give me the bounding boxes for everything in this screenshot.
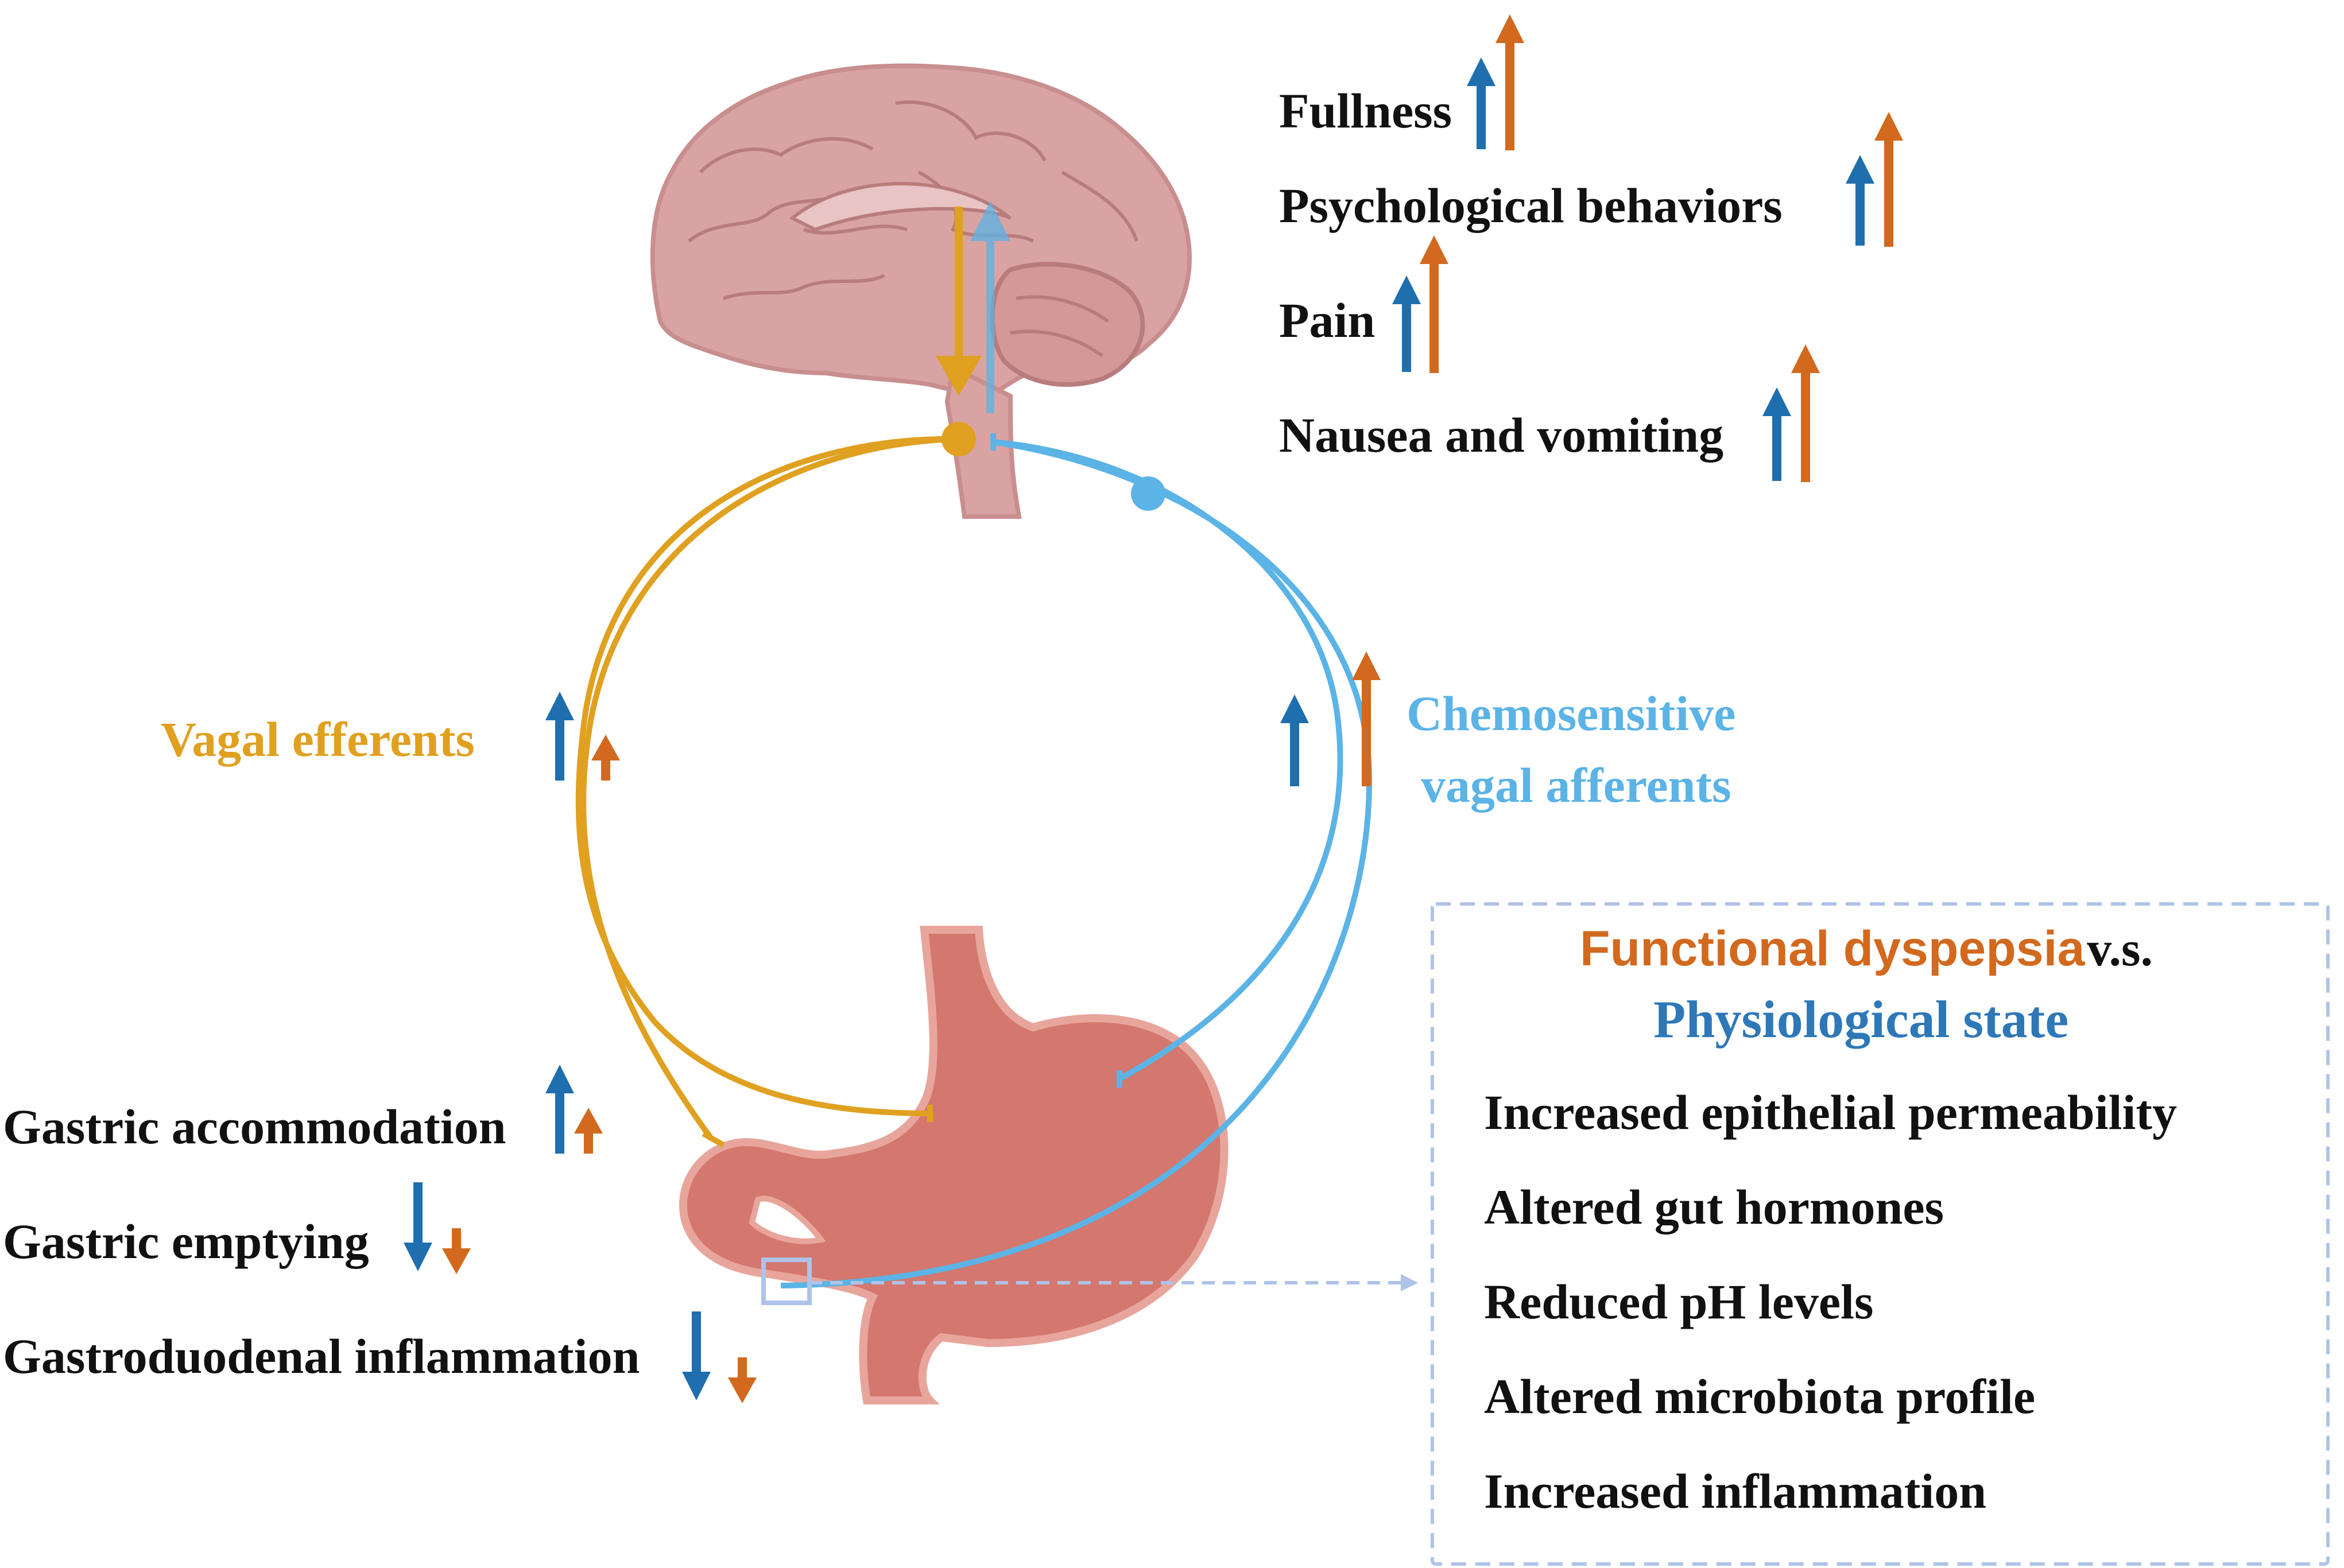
chemo-afferents-physiological-up-arrow bbox=[1280, 694, 1309, 786]
accommodation-physiological-up-arrow bbox=[545, 1065, 574, 1154]
legend-box bbox=[1431, 902, 2330, 1566]
stomach-illustration bbox=[679, 926, 1229, 1404]
afferent-ganglion-dot bbox=[1131, 476, 1165, 511]
fullness-dyspepsia-up-arrow bbox=[1495, 14, 1524, 150]
legend-item: Altered gut hormones bbox=[1484, 1179, 1944, 1235]
psychological-physiological-up-arrow bbox=[1846, 155, 1874, 246]
trend-arrows bbox=[404, 14, 1903, 1403]
legend-item: Increased inflammation bbox=[1484, 1464, 1987, 1519]
legend-title-dyspepsia: Functional dyspepsia bbox=[1580, 921, 2085, 976]
label-gastric-accommodation: Gastric accommodation bbox=[3, 1099, 506, 1154]
vagal-efferent-pathway bbox=[575, 436, 959, 1148]
efferent-origin-dot bbox=[942, 422, 976, 456]
psychological-dyspepsia-up-arrow bbox=[1874, 112, 1903, 247]
legend-title-line1: Functional dyspepsia v.s. bbox=[1580, 924, 2153, 973]
label-pain: Pain bbox=[1279, 293, 1376, 348]
label-gastric-emptying: Gastric emptying bbox=[3, 1214, 369, 1269]
legend-item: Increased epithelial permeability bbox=[1484, 1085, 2178, 1140]
label-vagal-efferents: Vagal efferents bbox=[161, 712, 475, 767]
dashed-connector-arrowhead bbox=[1401, 1274, 1418, 1291]
pain-physiological-up-arrow bbox=[1392, 275, 1421, 372]
inflammation-physiological-down-arrow bbox=[682, 1311, 711, 1400]
label-fullness: Fullness bbox=[1279, 83, 1452, 138]
nausea-physiological-up-arrow bbox=[1762, 387, 1791, 481]
legend-item: Altered microbiota profile bbox=[1484, 1369, 2036, 1424]
label-psychological-behaviors: Psychological behaviors bbox=[1279, 178, 1783, 233]
emptying-physiological-down-arrow bbox=[404, 1182, 432, 1271]
brain-efferent-arrow bbox=[936, 207, 982, 396]
pain-dyspepsia-up-arrow bbox=[1420, 235, 1448, 373]
chemo-afferents-dyspepsia-up-arrow bbox=[1352, 651, 1381, 786]
vagal-efferents-dyspepsia-up-arrow bbox=[591, 735, 620, 781]
label-gastroduodenal-inflammation: Gastroduodenal inflammation bbox=[3, 1329, 640, 1384]
label-vagal-afferents: vagal afferents bbox=[1421, 758, 1731, 813]
vagal-efferents-physiological-up-arrow bbox=[545, 692, 574, 781]
nausea-dyspepsia-up-arrow bbox=[1791, 344, 1820, 482]
fullness-physiological-up-arrow bbox=[1467, 57, 1495, 149]
brain-afferent-arrow bbox=[970, 201, 1010, 413]
accommodation-dyspepsia-up-arrow bbox=[574, 1108, 603, 1154]
brain-illustration bbox=[650, 63, 1192, 519]
inflammation-dyspepsia-down-arrow bbox=[728, 1357, 757, 1403]
emptying-dyspepsia-down-arrow bbox=[442, 1228, 471, 1274]
legend-title-vs: v.s. bbox=[2087, 921, 2153, 976]
label-chemosensitive: Chemosensitive bbox=[1407, 686, 1736, 741]
legend-title-physiological: Physiological state bbox=[1653, 990, 2069, 1049]
legend-item: Reduced pH levels bbox=[1484, 1274, 1874, 1329]
label-nausea-vomiting: Nausea and vomiting bbox=[1279, 407, 1724, 463]
